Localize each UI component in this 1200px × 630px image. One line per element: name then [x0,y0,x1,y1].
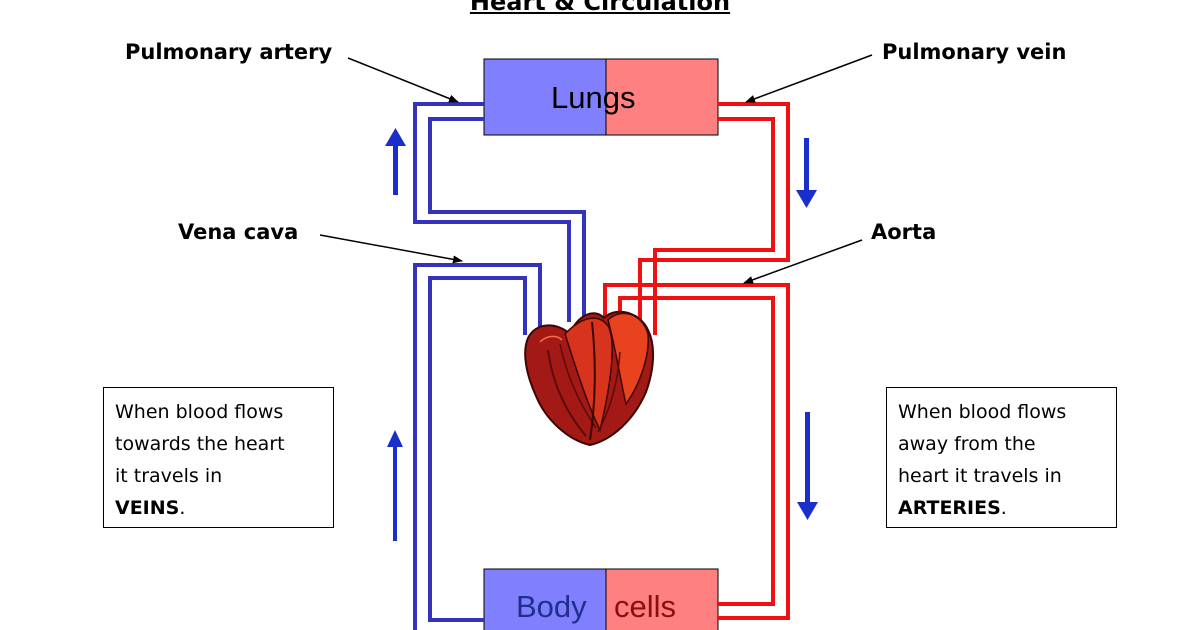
flow-arrow-down-pulmonary [796,138,817,208]
body-label: Body [516,589,587,624]
aorta-vessel [603,283,790,620]
veins-note-line-2: towards the heart [115,433,285,455]
flow-arrow-down-systemic [797,412,818,520]
veins-note: When blood flows towards the heart it tr… [103,387,334,528]
label-pulmonary-artery: Pulmonary artery [125,40,333,64]
arteries-note-line-4: ARTERIES. [898,492,1106,524]
flow-arrow-up-pulmonary [385,128,406,195]
body-cells-box-deoxygenated [483,568,607,630]
veins-note-line-1: When blood flows [115,401,284,423]
flow-arrow-up-systemic [387,430,403,541]
pulmonary-artery-vessel [413,102,586,322]
veins-note-line-3: it travels in [115,465,223,487]
veins-note-line-4: VEINS. [115,492,323,524]
arteries-note-line-2: away from the [898,433,1036,455]
lungs-label: Lungs [551,80,636,115]
body-cells-box-oxygenated [605,568,719,630]
label-aorta: Aorta [871,220,937,244]
diagram-title: Heart & Circulation [469,0,731,16]
pointer-pulmonary-artery [347,57,459,103]
vena-cava-vessel [413,263,542,630]
heart-icon [524,310,655,447]
veins-keyword: VEINS [115,497,180,519]
pointer-vena-cava [319,234,463,264]
pulmonary-vein-vessel [638,102,790,335]
arteries-note-line-3: heart it travels in [898,465,1062,487]
label-pulmonary-vein: Pulmonary vein [882,40,1067,64]
label-vena-cava: Vena cava [178,220,299,244]
veins-note-end: . [179,497,186,519]
arteries-keyword: ARTERIES [898,497,1001,519]
arteries-note: When blood flows away from the heart it … [886,387,1117,528]
lungs-box-oxygenated [605,58,719,136]
pointer-pulmonary-vein [745,54,873,103]
arteries-note-line-1: When blood flows [898,401,1067,423]
arteries-note-end: . [1000,497,1007,519]
cells-label: cells [614,589,677,624]
lungs-box-deoxygenated [483,58,607,136]
pointer-aorta [743,239,863,284]
